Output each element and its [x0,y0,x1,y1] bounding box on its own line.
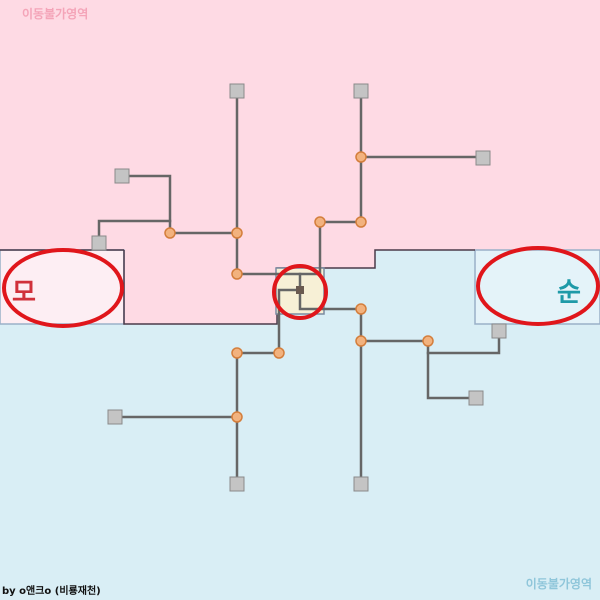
junction-node-icon [314,216,326,228]
junction-node-icon [355,151,367,163]
center-highlight-ring [272,264,328,320]
endpoint-square-icon [107,409,123,425]
endpoint-square-icon [229,83,245,99]
right-start-label: 순 [557,278,581,308]
bottom-zone-label: 이동불가영역 [525,577,592,591]
credit-label: by o앤크o (비룡재천) [2,586,101,597]
top-zone-label: 이동불가영역 [22,7,89,21]
endpoint-square-icon [229,476,245,492]
junction-node-icon [355,335,367,347]
endpoint-square-icon [475,150,491,166]
junction-node-icon [273,347,285,359]
left-start-label: 모 [12,278,36,308]
endpoint-square-icon [353,476,369,492]
endpoint-square-icon [491,323,507,339]
path-branch-a [120,174,239,235]
junction-node-icon [231,227,243,239]
junction-node-icon [422,335,434,347]
path-lower-right [298,288,363,486]
bottom-region [0,250,600,600]
right-start-highlight-ring [476,246,600,326]
junction-node-icon [231,411,243,423]
center-square-icon [296,286,304,294]
junction-node-icon [231,268,243,280]
junction-node-icon [231,347,243,359]
path-branch-e [359,339,478,400]
endpoint-square-icon [91,235,107,251]
endpoint-square-icon [353,83,369,99]
left-start-highlight-ring [2,248,124,328]
junction-node-icon [164,227,176,239]
junction-node-icon [355,216,367,228]
top-region [0,0,600,324]
endpoint-square-icon [468,390,484,406]
junction-node-icon [355,303,367,315]
endpoint-square-icon [114,168,130,184]
